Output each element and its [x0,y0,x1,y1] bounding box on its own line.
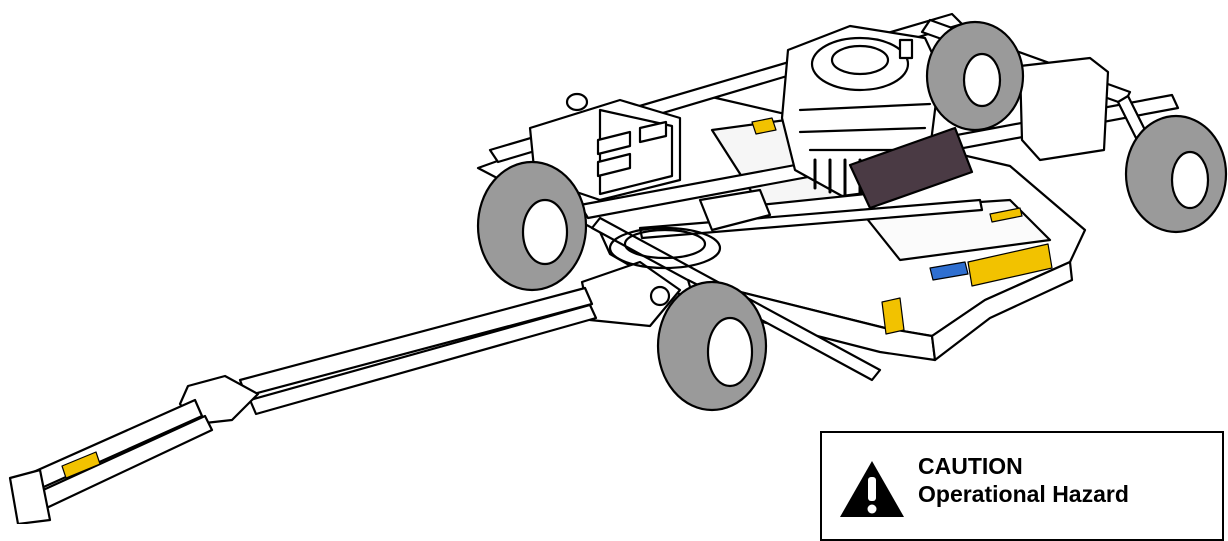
caster-wheel-front-right [656,278,768,412]
warning-triangle-icon [840,461,904,517]
caution-title: CAUTION [918,453,1023,479]
caution-box: CAUTION Operational Hazard [820,431,1224,541]
caster-wheel-back-right [1124,114,1228,234]
mower-illustration [8,12,1228,524]
caution-subtitle: Operational Hazard [918,481,1129,507]
caster-wheel-back-left [925,20,1025,132]
side-block [528,92,682,202]
caster-wheel-front-left [476,160,588,292]
hitch-assembly [580,188,772,328]
tow-tongue [8,286,598,524]
control-panel [848,126,974,210]
warning-decals [61,117,1053,479]
right-block [1018,56,1110,162]
